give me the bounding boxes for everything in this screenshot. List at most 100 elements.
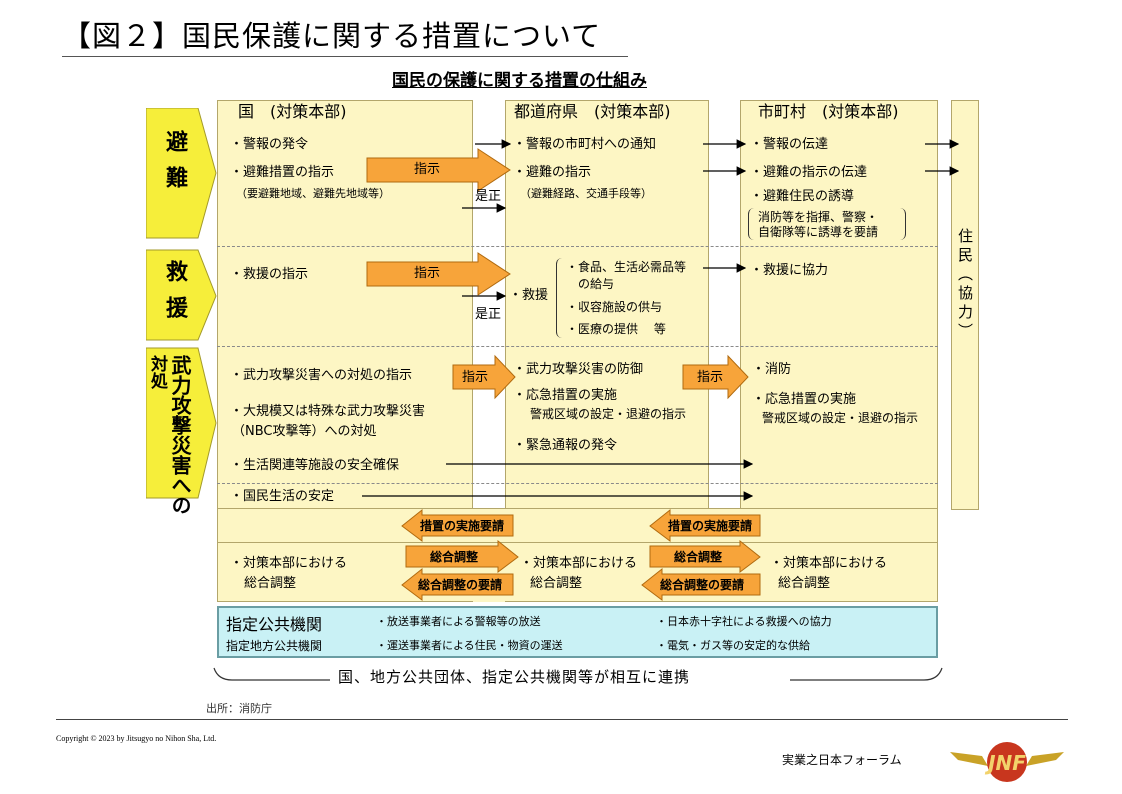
shitei-label-1: 指定公共機関 xyxy=(226,615,323,634)
hinan-city-3: ・避難住民の誘導 xyxy=(750,189,855,204)
arrow-shiji-city xyxy=(682,354,749,400)
hinan-kuni-3: （要避難地域、避難先地域等） xyxy=(236,187,390,200)
buryoku-pref-4: ・緊急通報の発令 xyxy=(513,438,618,453)
logo-wing-right xyxy=(1026,752,1064,766)
source-text: 出所：消防庁 xyxy=(206,702,272,715)
hinan-pref-3: （避難経路、交通手段等） xyxy=(520,187,652,200)
renkei-text: 国、地方公共団体、指定公共機関等が相互に連携 xyxy=(338,668,691,686)
honbu-pref-2: 総合調整 xyxy=(530,576,583,591)
buryoku-kuni-2: ・大規模又は特殊な武力攻撃災害 xyxy=(230,404,426,419)
arrow-sochi-1 xyxy=(401,508,514,542)
kyuen-pref-head: ・救援 xyxy=(509,288,549,303)
buryoku-kuni-1: ・武力攻撃災害への対処の指示 xyxy=(230,368,413,383)
cross-band-honbu xyxy=(217,508,938,602)
shitei-label-2: 指定地方公共機関 xyxy=(226,639,323,653)
jnf-logo: JNF xyxy=(950,742,1064,782)
arrow-youssei-1 xyxy=(401,567,514,601)
arrow-shiji-hinan xyxy=(366,148,511,192)
arrow-shiji-kyuen xyxy=(366,252,511,296)
category-kyuen: 救援 xyxy=(162,260,187,332)
shitei-box xyxy=(217,606,938,658)
diagram-title: 国民の保護に関する措置の仕組み xyxy=(392,71,647,91)
hinan-pref-1: ・警報の市町村への通知 xyxy=(513,137,657,152)
header-jumin: 住民（協力） xyxy=(956,228,974,342)
page-title: 【図２】国民保護に関する措置について xyxy=(62,19,602,53)
buryoku-pref-2: ・応急措置の実施 xyxy=(513,388,618,403)
kyuen-pref-item-1: ・食品、生活必需品等 xyxy=(566,260,687,274)
buryoku-pref-3: 警戒区域の設定・退避の指示 xyxy=(530,407,687,421)
hinan-city-bracket xyxy=(748,208,906,240)
logo-disc xyxy=(987,742,1027,782)
label-zesei-2: 是正 xyxy=(475,307,502,322)
honbu-city-2: 総合調整 xyxy=(778,576,831,591)
kyuen-city: ・救援に協力 xyxy=(750,263,829,278)
logo-wing-left xyxy=(950,752,988,766)
chevron-buryoku xyxy=(146,347,217,499)
category-buryoku-tail: 対処 xyxy=(147,355,167,389)
label-shiji-hinan: 指示 xyxy=(414,162,441,177)
hinan-kuni-1: ・警報の発令 xyxy=(230,137,309,152)
row-separator-2 xyxy=(217,346,938,347)
copyright-text: Copyright © 2023 by Jitsugyo no Nihon Sh… xyxy=(56,734,217,743)
arrow-shiji-buryoku xyxy=(452,354,516,400)
shitei-item-2: ・運送事業者による住民・物資の運送 xyxy=(376,639,563,652)
label-zesei-1: 是正 xyxy=(475,189,502,204)
arrow-sochi-2 xyxy=(649,508,761,542)
honbu-pref-1: ・対策本部における xyxy=(520,556,638,571)
shitei-item-4: ・電気・ガス等の安定的な供給 xyxy=(656,639,810,652)
chevron-hinan xyxy=(146,108,217,239)
header-shichoson: 市町村 (対策本部) xyxy=(758,102,899,121)
kyuen-kuni: ・救援の指示 xyxy=(230,267,309,282)
footer-divider xyxy=(56,719,1068,720)
honbu-kuni-2: 総合調整 xyxy=(244,576,297,591)
label-sougou-1: 総合調整 xyxy=(430,550,479,564)
arrow-youssei-2 xyxy=(641,567,761,601)
full-row-2: ・国民生活の安定 xyxy=(230,489,335,504)
label-sochi-2: 措置の実施要請 xyxy=(668,519,753,533)
buryoku-city-2: ・応急措置の実施 xyxy=(752,392,857,407)
arrow-sougou-2 xyxy=(649,539,761,573)
label-shiji-kyuen: 指示 xyxy=(414,266,441,281)
kyuen-pref-bracket xyxy=(556,258,563,338)
forum-name: 実業之日本フォーラム xyxy=(782,753,902,767)
full-row-1: ・生活関連等施設の安全確保 xyxy=(230,458,400,473)
header-kuni: 国 (対策本部) xyxy=(238,102,347,121)
buryoku-city-1: ・消防 xyxy=(752,362,792,377)
title-underline xyxy=(62,56,628,57)
row-separator-3 xyxy=(217,483,938,484)
kyuen-pref-item-3: ・収容施設の供与 xyxy=(566,300,663,314)
renkei-bracket xyxy=(213,667,943,681)
buryoku-pref-1: ・武力攻撃災害の防御 xyxy=(513,362,644,377)
label-yousei-1: 総合調整の要請 xyxy=(418,578,503,592)
label-shiji-city: 指示 xyxy=(697,370,724,385)
kyuen-pref-item-2: の給与 xyxy=(578,277,615,291)
header-todofuken: 都道府県 (対策本部) xyxy=(514,102,671,121)
hinan-city-2: ・避難の指示の伝達 xyxy=(750,165,868,180)
honbu-kuni-1: ・対策本部における xyxy=(230,556,348,571)
hinan-kuni-2: ・避難措置の指示 xyxy=(230,165,335,180)
row-separator-5 xyxy=(217,542,938,543)
category-hinan: 避難 xyxy=(162,130,187,202)
row-separator-4 xyxy=(217,508,938,509)
label-yousei-2: 総合調整の要請 xyxy=(660,578,745,592)
chevron-kyuen xyxy=(146,249,217,341)
buryoku-city-3: 警戒区域の設定・退避の指示 xyxy=(762,411,919,425)
category-chevrons xyxy=(146,108,217,499)
hinan-city-1: ・警報の伝達 xyxy=(750,137,829,152)
arrow-sougou-1 xyxy=(405,539,519,573)
kyuen-pref-item-4: ・医療の提供 等 xyxy=(566,322,666,336)
category-buryoku: 武力攻撃災害への xyxy=(168,355,192,515)
hinan-city-5: 自衛隊等に誘導を要請 xyxy=(758,225,879,239)
label-sougou-2: 総合調整 xyxy=(674,550,723,564)
hinan-city-4: 消防等を指揮、警察・ xyxy=(758,210,879,224)
hinan-pref-2: ・避難の指示 xyxy=(513,165,592,180)
label-shiji-buryoku: 指示 xyxy=(462,370,489,385)
shitei-item-1: ・放送事業者による警報等の放送 xyxy=(376,615,541,628)
shitei-item-3: ・日本赤十字社による救援への協力 xyxy=(656,615,832,628)
logo-text: JNF xyxy=(984,751,1026,775)
row-separator-1 xyxy=(217,246,938,247)
label-sochi-1: 措置の実施要請 xyxy=(420,519,505,533)
honbu-city-1: ・対策本部における xyxy=(770,556,888,571)
buryoku-kuni-3: （NBC攻撃等）への対処 xyxy=(232,424,377,439)
